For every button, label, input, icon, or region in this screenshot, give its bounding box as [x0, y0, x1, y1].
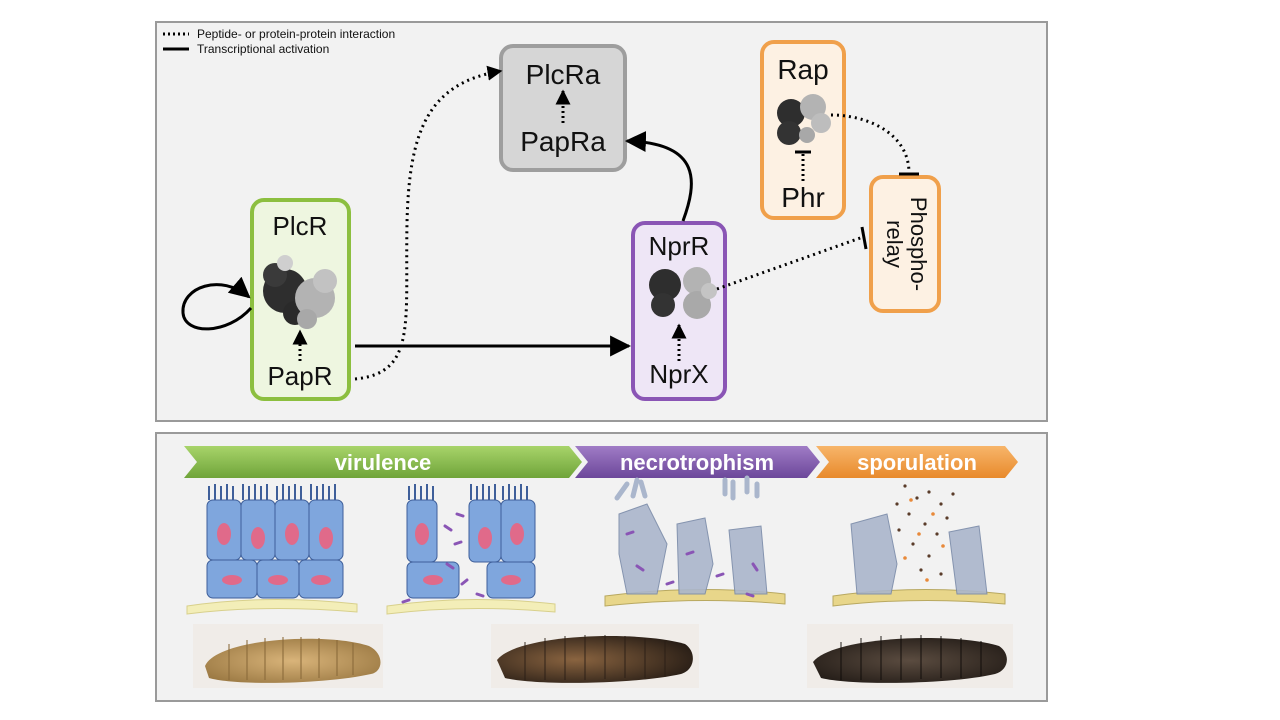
plcr-autoactivation-loop	[181, 276, 253, 331]
nprr-box: NprR NprX	[631, 221, 727, 401]
plcr-box: PlcR PapR	[250, 198, 351, 401]
rap-protein-icon	[777, 94, 831, 145]
larva-infected-image	[491, 624, 699, 688]
phenotype-illustration: virulence necrotrophism sporulation	[184, 446, 1018, 688]
larva-dead-image	[807, 624, 1013, 688]
papr-plcra-interaction	[354, 65, 503, 381]
sporulation-illustration	[832, 484, 1006, 607]
nprr-label: NprR	[649, 231, 710, 261]
epithelium-intact-illustration	[186, 484, 358, 615]
epithelium-damaged-illustration	[386, 484, 556, 615]
necrotrophism-label: necrotrophism	[620, 450, 774, 475]
necrotic-tissue-illustration	[604, 475, 786, 607]
phenotype-panel: virulence necrotrophism sporulation	[155, 432, 1048, 702]
legend: Peptide- or protein-protein interaction …	[163, 27, 395, 56]
virulence-label: virulence	[335, 450, 432, 475]
plcra-label: PlcRa	[526, 59, 601, 90]
phosphorelay-line1: Phospho-	[906, 197, 931, 291]
phosphorelay-box: Phospho- relay	[869, 175, 941, 313]
stage-virulence: virulence	[184, 446, 582, 478]
network-diagram: Peptide- or protein-protein interaction …	[163, 27, 941, 401]
rap-label: Rap	[777, 54, 828, 85]
sporulation-label: sporulation	[857, 450, 977, 475]
legend-solid-label: Transcriptional activation	[197, 42, 329, 56]
plcr-protein-icon	[263, 255, 337, 329]
stage-necrotrophism: necrotrophism	[575, 446, 820, 478]
plcra-box: PlcRa PapRa	[499, 44, 627, 172]
papr-label: PapR	[267, 361, 332, 391]
nprr-papra-activation	[624, 131, 693, 222]
phr-label: Phr	[781, 182, 825, 213]
rap-phosphorelay-inhibition	[830, 113, 911, 174]
network-panel: Peptide- or protein-protein interaction …	[155, 21, 1048, 422]
stage-sporulation: sporulation	[816, 446, 1018, 478]
nprr-phosphorelay-inhibition	[716, 235, 864, 291]
plcr-label: PlcR	[273, 211, 328, 241]
papra-label: PapRa	[520, 126, 606, 157]
rap-box: Rap Phr	[760, 40, 846, 220]
nprr-protein-icon	[649, 267, 717, 319]
phosphorelay-line2: relay	[882, 220, 907, 268]
legend-dotted-label: Peptide- or protein-protein interaction	[197, 27, 395, 41]
nprx-label: NprX	[649, 359, 708, 389]
larva-healthy-image	[193, 624, 383, 688]
